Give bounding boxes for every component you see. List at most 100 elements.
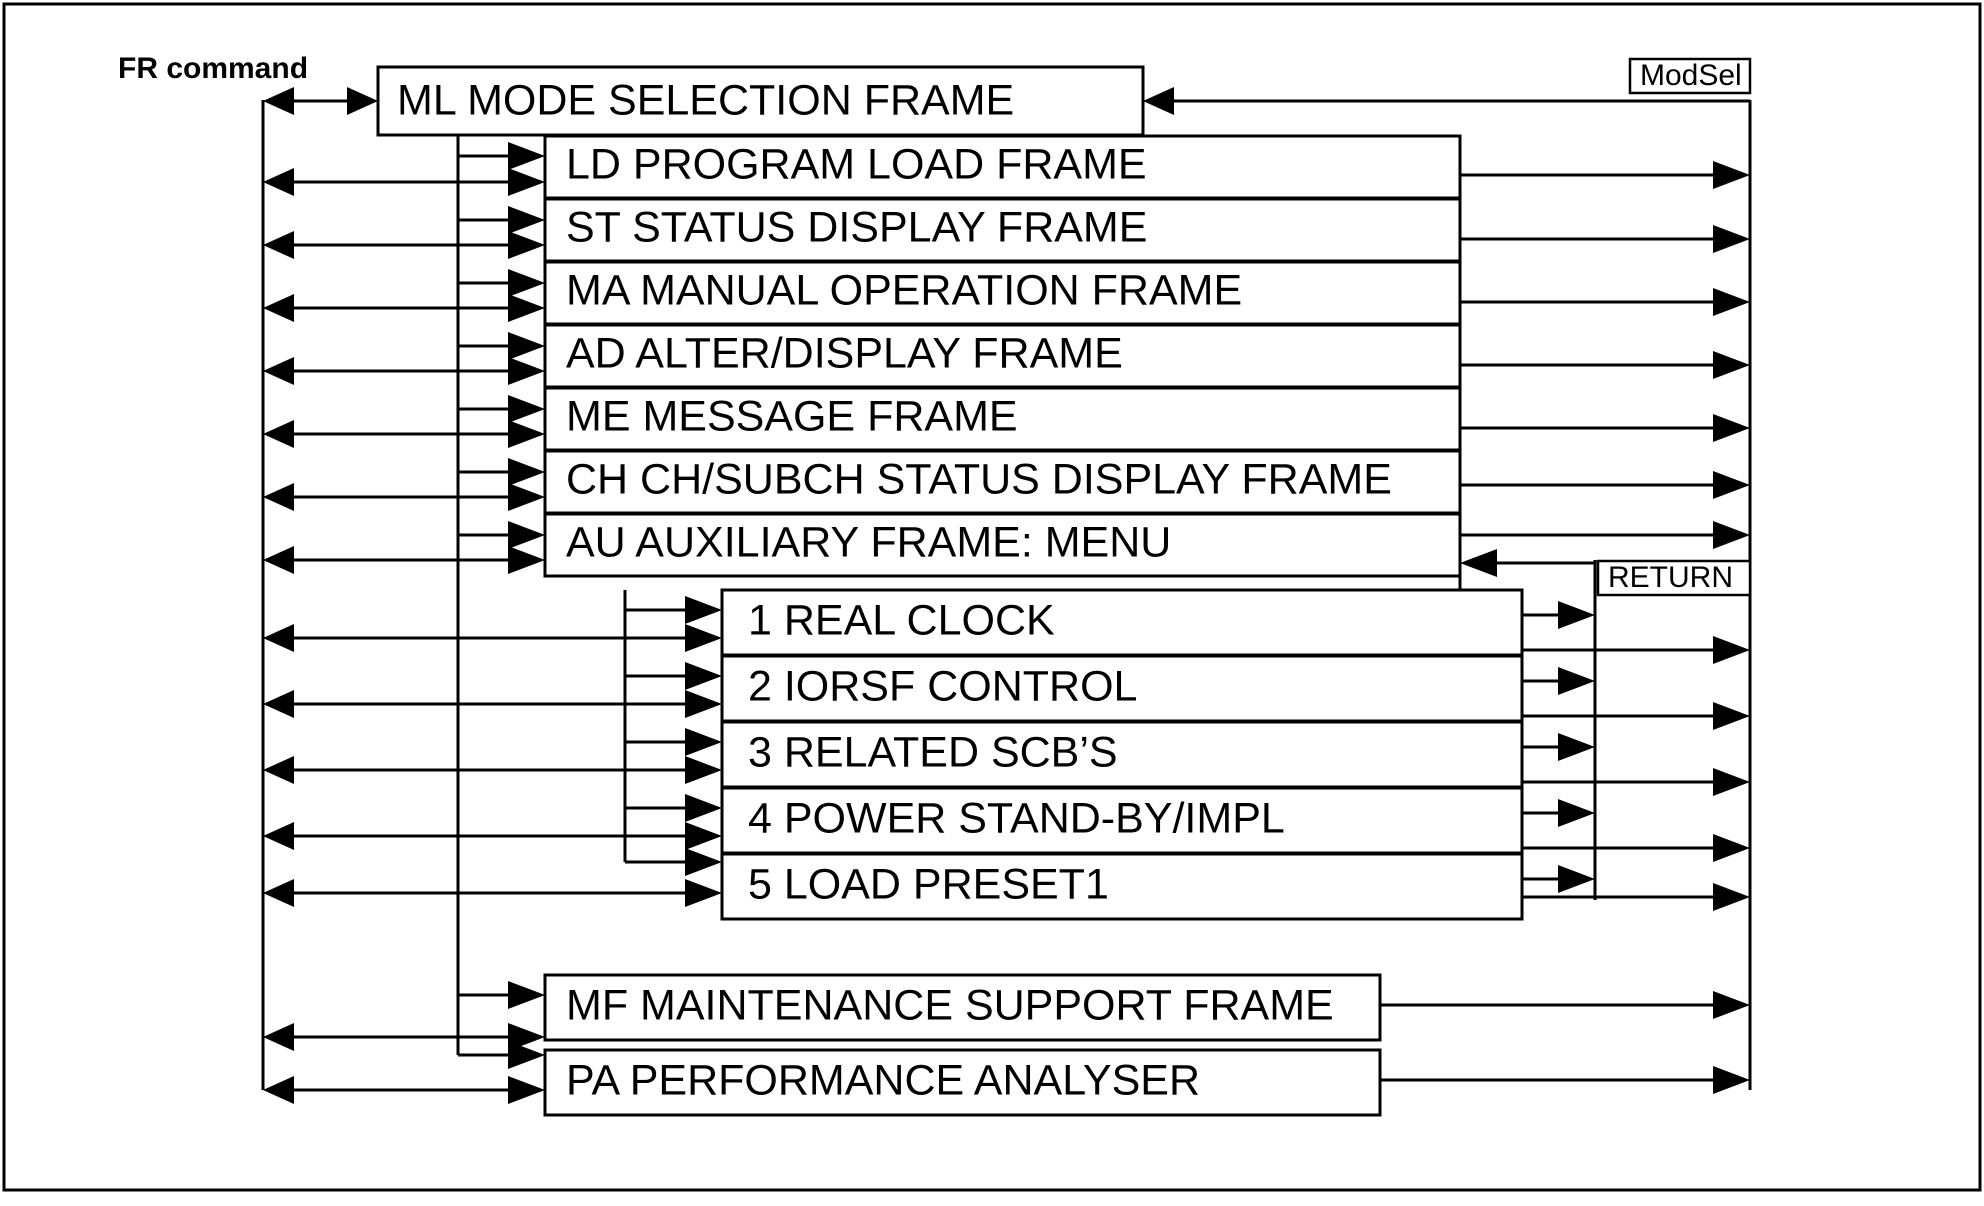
arrow-command-me — [263, 420, 545, 448]
fr-command-label: FR command — [118, 52, 308, 85]
frame-mf-label: MF MAINTENANCE SUPPORT FRAME — [566, 981, 1334, 1029]
submenu-item-2-box[interactable] — [720, 654, 1524, 723]
arrow-out-st — [1460, 225, 1750, 253]
arrow-select-ch — [458, 458, 545, 486]
arrow-command-ad — [263, 357, 545, 385]
frame-pa-label: PA PERFORMANCE ANALYSER — [566, 1056, 1200, 1104]
arrow-return-out-submenu-3 — [1522, 768, 1750, 796]
arrow-return-out-submenu-2 — [1522, 702, 1750, 730]
arrow-out-submenu-4 — [1522, 799, 1595, 827]
arrow-out-submenu-1 — [1522, 601, 1595, 629]
frame-ch[interactable]: CH CH/SUBCH STATUS DISPLAY FRAME — [543, 449, 1462, 515]
arrow-select-submenu-3 — [625, 728, 722, 756]
arrow-out-ch — [1460, 471, 1750, 499]
frame-ch-box[interactable] — [543, 449, 1462, 515]
frame-me[interactable]: ME MESSAGE FRAME — [543, 386, 1462, 452]
frame-ad-box[interactable] — [543, 323, 1462, 389]
arrow-command-pa — [263, 1076, 545, 1104]
frame-ld-box[interactable] — [543, 134, 1462, 200]
arrow-return-out-submenu-4 — [1522, 834, 1750, 862]
arrow-command-au — [263, 546, 545, 574]
arrow-select-submenu-1 — [625, 596, 722, 624]
arrow-select-pa — [458, 1041, 545, 1069]
return-tag: RETURN — [1596, 559, 1752, 597]
arrow-command-submenu-5 — [263, 879, 722, 907]
submenu-item-5-box[interactable] — [720, 852, 1524, 921]
arrow-command-ma — [263, 294, 545, 322]
submenu-item-2[interactable]: 2 IORSF CONTROL — [720, 654, 1524, 723]
frame-ad[interactable]: AD ALTER/DISPLAY FRAME — [543, 323, 1462, 389]
modsel-tag: ModSel — [1628, 57, 1752, 95]
arrow-return-out-submenu-5 — [1522, 883, 1750, 911]
frame-pa-box[interactable] — [543, 1048, 1382, 1117]
arrow-select-ma — [458, 269, 545, 297]
frame-au-box[interactable] — [543, 512, 1462, 578]
submenu-item-4-box[interactable] — [720, 786, 1524, 855]
arrow-select-submenu-4 — [625, 794, 722, 822]
arrow-command-submenu-1 — [263, 624, 722, 652]
submenu-item-1[interactable]: 1 REAL CLOCK — [720, 588, 1524, 657]
arrow-out-submenu-2 — [1522, 667, 1595, 695]
frame-me-box[interactable] — [543, 386, 1462, 452]
submenu-item-1-box[interactable] — [720, 588, 1524, 657]
arrow-select-me — [458, 395, 545, 423]
return-tag-box — [1596, 559, 1752, 597]
arrow-select-submenu-2 — [625, 662, 722, 690]
frame-mf[interactable]: MF MAINTENANCE SUPPORT FRAME — [543, 973, 1382, 1042]
arrow-out-pa — [1380, 1066, 1750, 1094]
arrow-command-mf — [263, 1023, 545, 1051]
frame-ad-label: AD ALTER/DISPLAY FRAME — [566, 329, 1123, 377]
frame-me-label: ME MESSAGE FRAME — [566, 392, 1018, 440]
arrow-return-out-submenu-1 — [1522, 636, 1750, 664]
arrow-command-ch — [263, 483, 545, 511]
submenu-item-5[interactable]: 5 LOAD PRESET1 — [720, 852, 1524, 921]
arrow-out-au — [1460, 521, 1750, 549]
frame-pa[interactable]: PA PERFORMANCE ANALYSER — [543, 1048, 1382, 1117]
arrow-command-submenu-4 — [263, 822, 722, 850]
arrow-select-submenu-5 — [625, 848, 722, 876]
arrow-out-ad — [1460, 351, 1750, 379]
return-tag-label: RETURN — [1608, 561, 1733, 594]
frame-ld[interactable]: LD PROGRAM LOAD FRAME — [543, 134, 1462, 200]
arrow-select-st — [458, 206, 545, 234]
arrow-select-mf — [458, 981, 545, 1009]
modsel-tag-label: ModSel — [1640, 59, 1742, 92]
frame-ma[interactable]: MA MANUAL OPERATION FRAME — [543, 260, 1462, 326]
arrow-out-ma — [1460, 288, 1750, 316]
frame-ml-box[interactable] — [376, 65, 1145, 137]
frame-ma-box[interactable] — [543, 260, 1462, 326]
frame-mf-box[interactable] — [543, 973, 1382, 1042]
frame-ma-label: MA MANUAL OPERATION FRAME — [566, 266, 1242, 314]
modsel-tag-box — [1628, 57, 1752, 95]
arrow-select-au — [458, 521, 545, 549]
submenu-item-3[interactable]: 3 RELATED SCB’S — [720, 720, 1524, 789]
arrow-return-au — [1460, 549, 1595, 577]
arrow-command-ld — [263, 168, 545, 196]
frame-st[interactable]: ST STATUS DISPLAY FRAME — [543, 197, 1462, 263]
submenu-item-2-label: 2 IORSF CONTROL — [748, 662, 1137, 710]
frame-st-label: ST STATUS DISPLAY FRAME — [566, 203, 1147, 251]
submenu-item-4-label: 4 POWER STAND-BY/IMPL — [748, 794, 1285, 842]
frame-ld-label: LD PROGRAM LOAD FRAME — [566, 140, 1147, 188]
submenu-item-4[interactable]: 4 POWER STAND-BY/IMPL — [720, 786, 1524, 855]
arrow-out-submenu-3 — [1522, 733, 1595, 761]
frame-ml-label: ML MODE SELECTION FRAME — [397, 76, 1014, 124]
arrow-fr-command-ml — [263, 87, 378, 115]
arrow-modsel-ml — [1143, 87, 1750, 115]
frame-au[interactable]: AU AUXILIARY FRAME: MENU — [543, 512, 1462, 578]
arrow-command-submenu-3 — [263, 756, 722, 784]
frame-st-box[interactable] — [543, 197, 1462, 263]
submenu-item-3-label: 3 RELATED SCB’S — [748, 728, 1118, 776]
arrow-out-ld — [1460, 161, 1750, 189]
arrow-out-submenu-5 — [1522, 865, 1595, 893]
frame-ml[interactable]: ML MODE SELECTION FRAME — [376, 65, 1145, 137]
arrow-select-ld — [458, 142, 545, 170]
arrow-command-submenu-2 — [263, 690, 722, 718]
submenu-item-1-label: 1 REAL CLOCK — [748, 596, 1055, 644]
arrow-select-ad — [458, 332, 545, 360]
frame-ch-label: CH CH/SUBCH STATUS DISPLAY FRAME — [566, 455, 1392, 503]
frame-au-label: AU AUXILIARY FRAME: MENU — [566, 518, 1171, 566]
